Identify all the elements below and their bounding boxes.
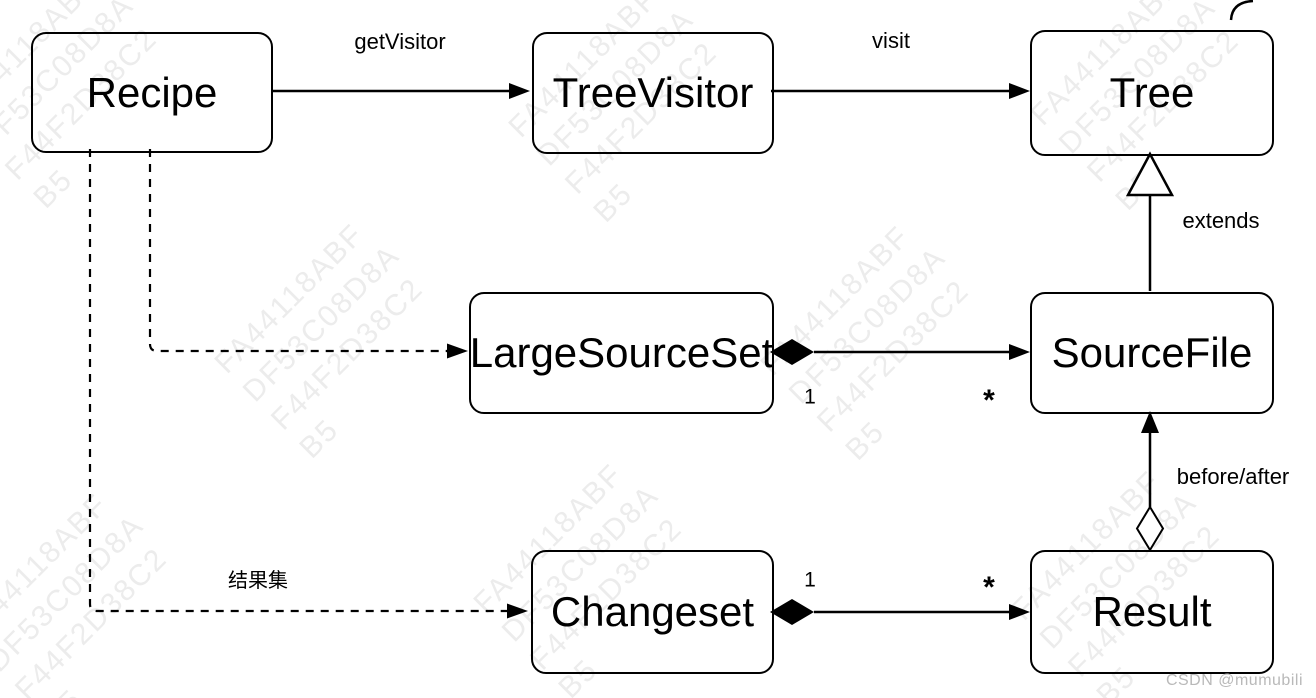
node-largesourceset: LargeSourceSet xyxy=(469,292,774,414)
node-label: Result xyxy=(1092,588,1212,635)
filled-diamond-icon xyxy=(770,339,814,365)
open-diamond-icon xyxy=(1135,505,1165,552)
edge-recipe-largesourceset xyxy=(148,149,449,353)
edge-label-getvisitor: getVisitor xyxy=(354,29,446,54)
edge-label-result-set: 结果集 xyxy=(228,570,288,592)
node-treevisitor: TreeVisitor xyxy=(532,32,774,154)
arrowhead-icon xyxy=(1009,344,1030,360)
generalization-triangle-icon xyxy=(1125,151,1175,197)
edge-label-visit: visit xyxy=(872,28,910,53)
multiplicity-one: 1 xyxy=(804,568,816,592)
cropped-box-corner xyxy=(1229,0,1254,21)
node-tree: Tree xyxy=(1030,30,1274,156)
arrowhead-icon xyxy=(1009,83,1030,99)
edge-recipe-changeset xyxy=(88,149,509,613)
multiplicity-one: 1 xyxy=(804,385,816,409)
arrowhead-icon xyxy=(509,83,530,99)
node-label: SourceFile xyxy=(1051,329,1253,376)
node-sourcefile: SourceFile xyxy=(1030,292,1274,414)
node-label: LargeSourceSet xyxy=(469,329,774,376)
csdn-credit: CSDN @mumubili xyxy=(1165,672,1303,689)
node-changeset: Changeset xyxy=(531,550,774,674)
node-label: Recipe xyxy=(86,68,218,116)
node-recipe: Recipe xyxy=(31,32,273,153)
arrowhead-icon xyxy=(447,343,468,359)
edge-label-extends: extends xyxy=(1182,208,1260,233)
arrowhead-icon xyxy=(1009,604,1030,620)
multiplicity-many: * xyxy=(983,384,995,417)
node-label: TreeVisitor xyxy=(552,69,754,116)
arrowhead-icon xyxy=(507,603,528,619)
edge-label-before-after: before/after xyxy=(1176,464,1290,489)
node-label: Tree xyxy=(1109,69,1195,116)
multiplicity-many: * xyxy=(983,571,995,604)
filled-diamond-icon xyxy=(770,599,814,625)
node-label: Changeset xyxy=(550,588,755,635)
arrowhead-icon xyxy=(1141,411,1159,433)
node-result: Result xyxy=(1030,550,1274,674)
